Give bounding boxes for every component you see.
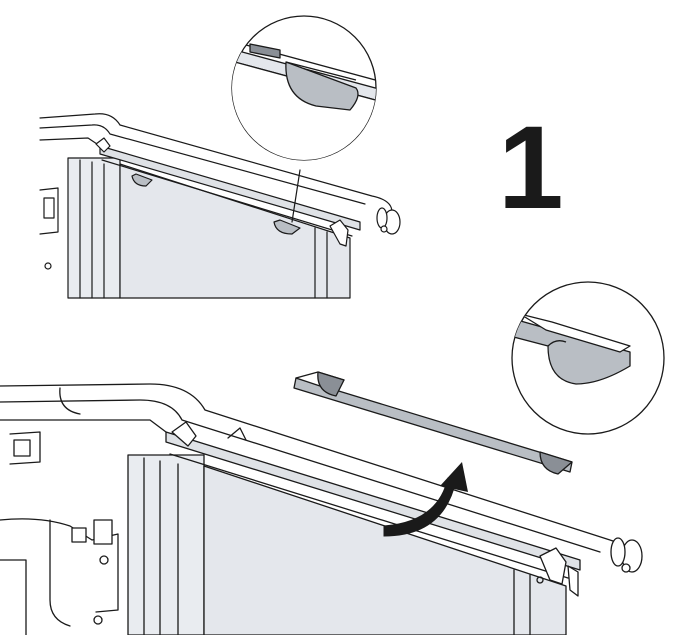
bottom-detail-clip: [512, 317, 631, 385]
bottom-front-door: [203, 465, 567, 635]
bottom-detail-circle: [511, 281, 665, 435]
top-detail-leader: [291, 169, 301, 223]
bottom-rail: [165, 431, 581, 571]
bottom-scene: [0, 383, 643, 635]
removed-clip-strip: [293, 371, 573, 475]
top-front-door: [119, 163, 351, 299]
top-rail-clip-left: [131, 173, 153, 187]
screw-icon: [536, 576, 544, 584]
step-number: 1: [498, 102, 564, 234]
curved-arrow-up-right-icon: [383, 462, 468, 537]
top-cabinet-frame: [39, 113, 393, 213]
screw-icon: [99, 555, 109, 565]
top-rail: [99, 145, 361, 231]
screw-icon: [44, 262, 52, 270]
bottom-side-panel: [127, 454, 205, 635]
top-detail-clip: [285, 61, 359, 111]
top-rail-clip-right: [273, 219, 301, 235]
top-detail-circle: [231, 15, 377, 161]
top-side-panel: [67, 157, 121, 299]
screw-icon: [93, 615, 103, 625]
top-scene: [39, 113, 401, 299]
